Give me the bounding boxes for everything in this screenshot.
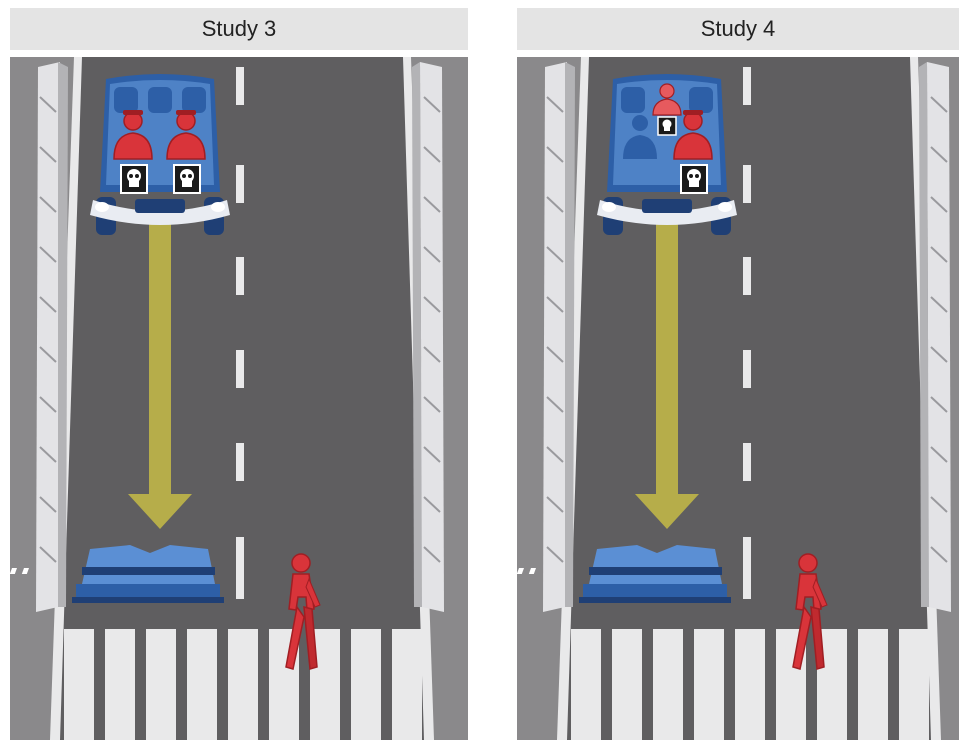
autonomous-car: [597, 74, 737, 235]
passenger-right: [673, 110, 713, 160]
skull-icon: [680, 164, 708, 194]
side-barrier-left: [36, 62, 68, 612]
empty-seat: [623, 115, 657, 159]
panel-title: Study 3: [10, 8, 468, 50]
study-3-panel: Study 3: [10, 8, 468, 50]
road-barrier: [517, 545, 731, 603]
lane-divider: [743, 67, 751, 599]
study-4-panel: Study 4: [517, 8, 959, 50]
pedestrian: [285, 553, 321, 670]
passenger-right: [166, 110, 206, 160]
skull-icon-small: [657, 116, 677, 136]
passenger-child: [652, 83, 682, 116]
trajectory-arrow: [128, 217, 192, 529]
crosswalk: [64, 629, 422, 740]
skull-icon: [173, 164, 201, 194]
side-barrier-right: [412, 62, 444, 612]
road-barrier: [10, 545, 224, 603]
trajectory-arrow: [635, 217, 699, 529]
side-barrier-left: [543, 62, 575, 612]
side-barrier-right: [919, 62, 951, 612]
skull-icon: [120, 164, 148, 194]
study-4-illustration: [517, 57, 959, 740]
autonomous-car: [90, 74, 230, 235]
lane-divider: [236, 67, 244, 599]
study-3-illustration: [10, 57, 468, 740]
passenger-left: [113, 110, 153, 160]
study-4-scene: [517, 57, 959, 740]
pedestrian: [792, 553, 828, 670]
panel-title: Study 4: [517, 8, 959, 50]
panel-title-text: Study 4: [700, 16, 776, 41]
crosswalk: [571, 629, 929, 740]
panel-title-text: Study 3: [201, 16, 277, 41]
study-3-scene: [10, 57, 468, 740]
